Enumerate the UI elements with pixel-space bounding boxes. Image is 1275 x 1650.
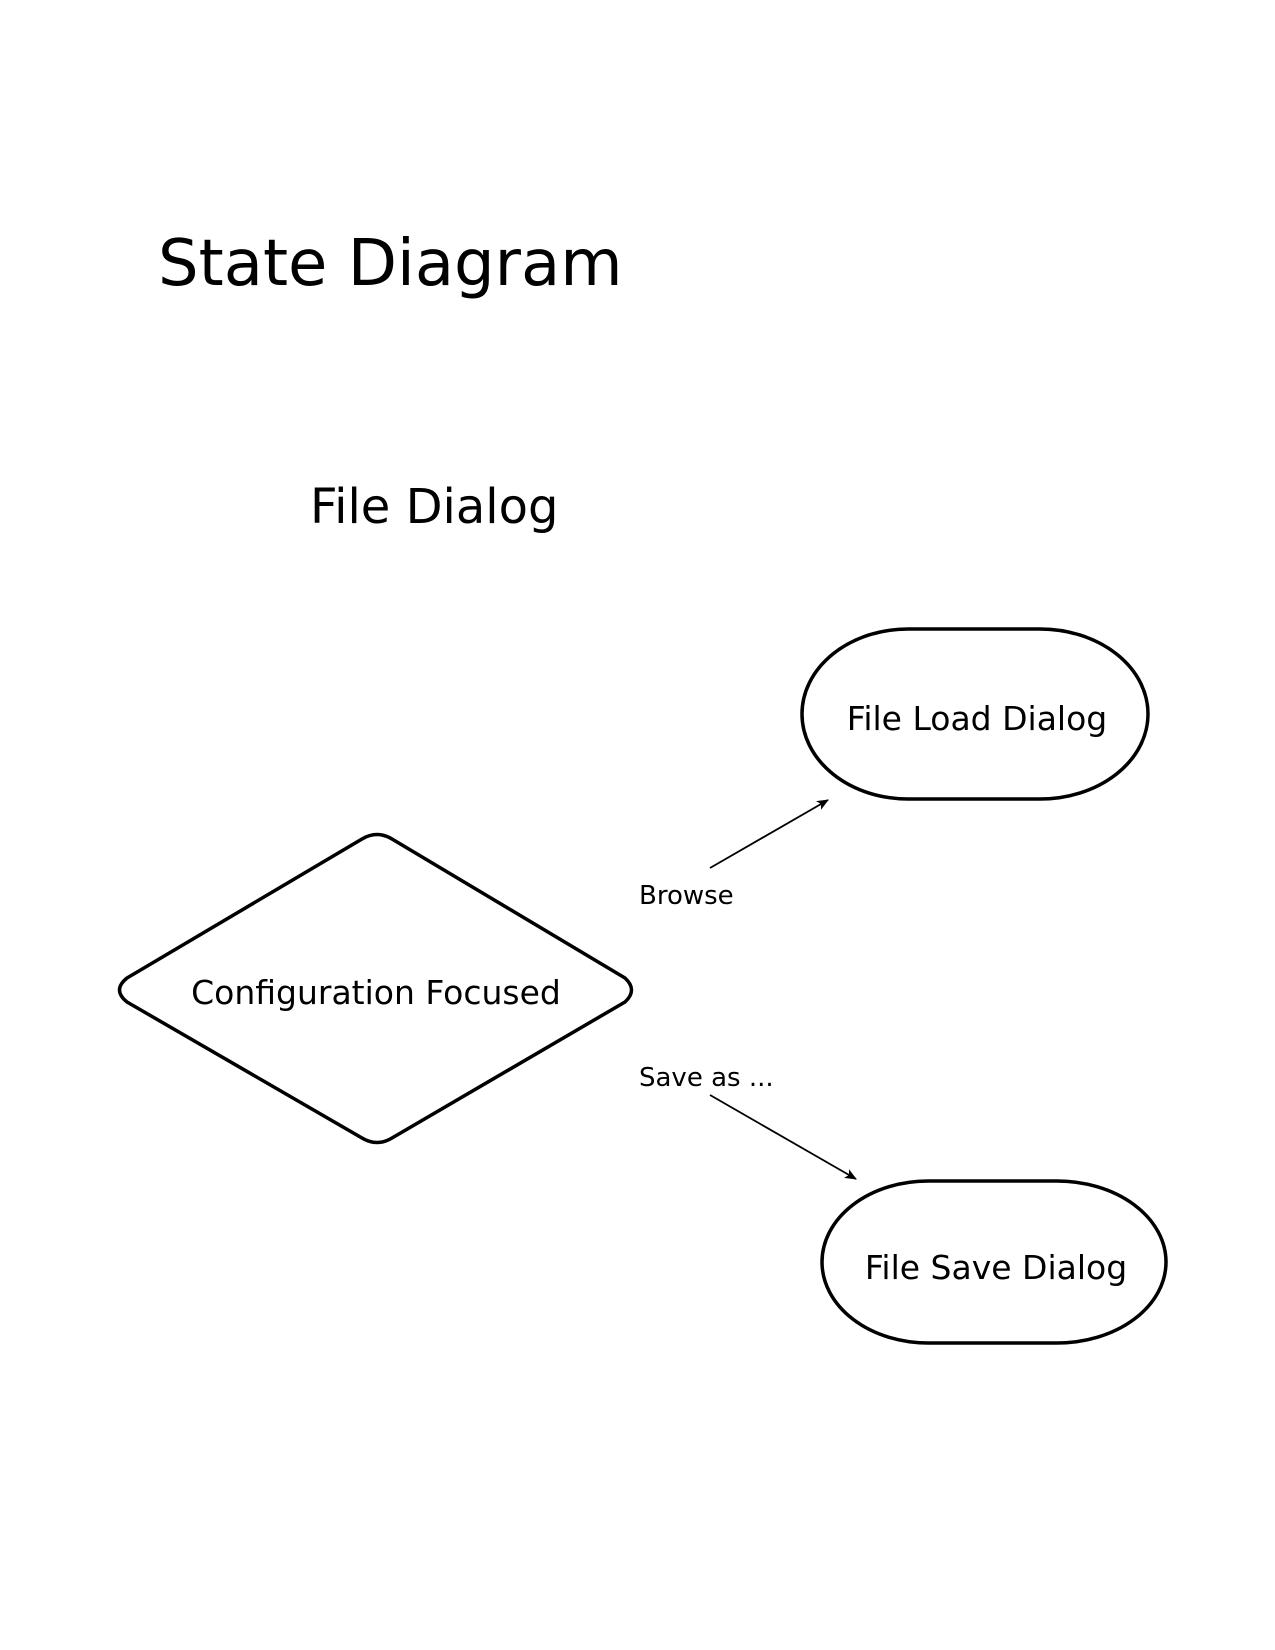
page-title: State Diagram — [158, 227, 623, 301]
transition-label-browse: Browse — [639, 881, 734, 911]
state-label-file-save-dialog: File Save Dialog — [865, 1248, 1127, 1287]
state-label-file-load-dialog: File Load Dialog — [847, 699, 1107, 738]
terminal-shape-save — [820, 1179, 1168, 1345]
diagram-title: File Dialog — [310, 479, 559, 535]
state-file-load-dialog: File Load Dialog — [800, 627, 1150, 801]
transition-arrow-save-as — [709, 1094, 857, 1180]
decision-diamond-shape — [117, 832, 634, 1145]
transition-label-save-as: Save as ... — [639, 1063, 774, 1093]
state-file-save-dialog: File Save Dialog — [820, 1179, 1168, 1345]
state-label-configuration-focused: Configuration Focused — [191, 973, 561, 1012]
state-configuration-focused: Configuration Focused — [117, 832, 634, 1145]
terminal-shape-load — [800, 627, 1150, 801]
transition-save-as: Save as ... — [639, 1063, 857, 1180]
transition-arrow-browse — [709, 799, 829, 869]
transition-browse: Browse — [639, 799, 829, 911]
